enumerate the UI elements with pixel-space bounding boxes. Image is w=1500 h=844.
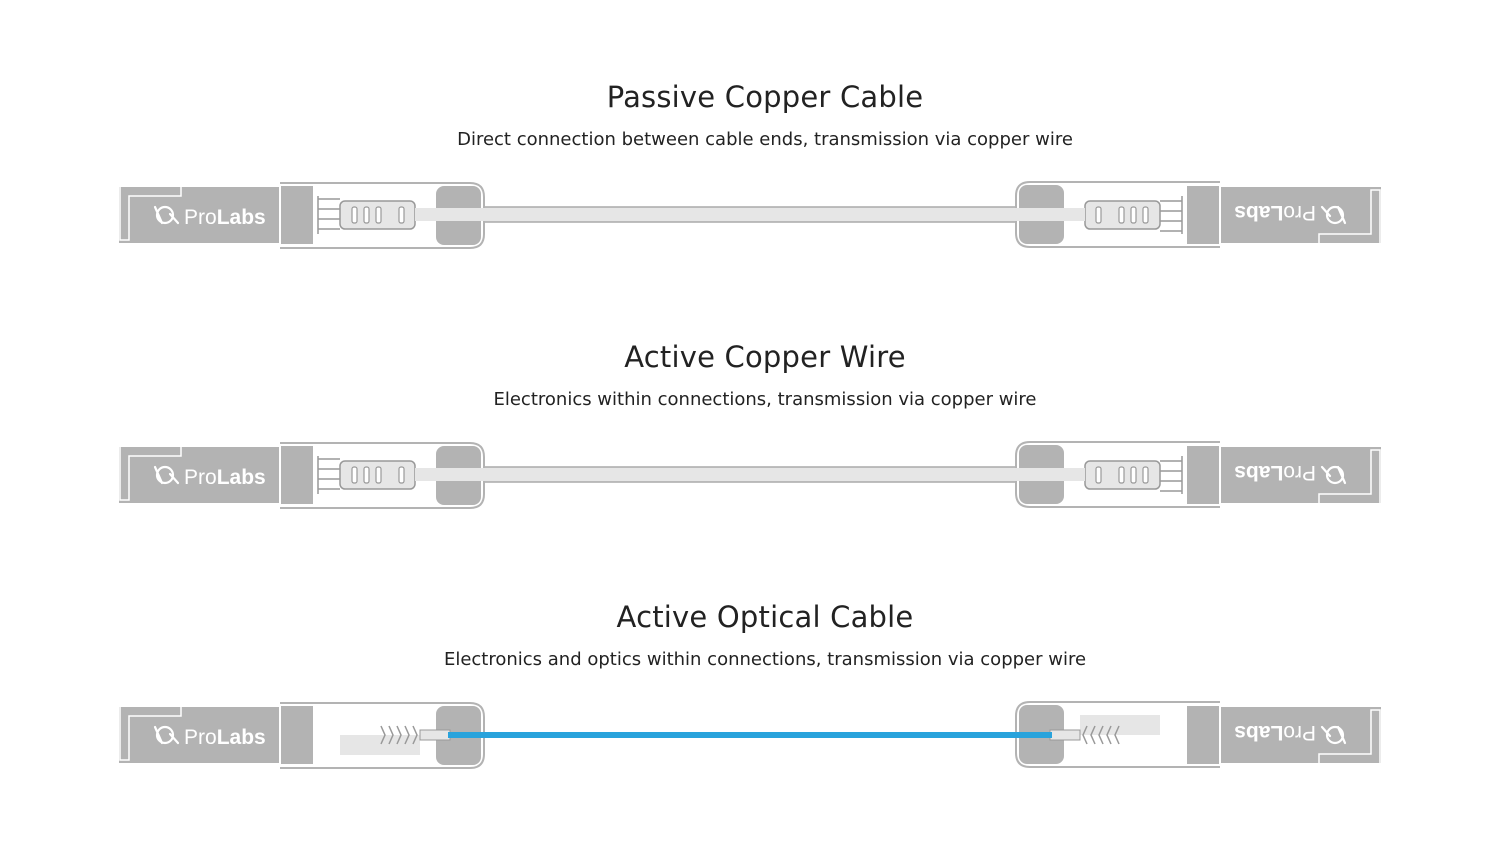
plug-slot: [351, 206, 358, 224]
logo-mark-icon: [1320, 205, 1347, 225]
prolabs-logo: ProLabs: [1234, 461, 1347, 485]
housing-block: [281, 706, 313, 764]
panel-title: Active Optical Cable: [616, 600, 914, 634]
prolabs-logo: ProLabs: [153, 465, 266, 489]
plug-slot: [363, 466, 370, 484]
logo-mark-icon: [153, 205, 180, 225]
panel-subtitle: Electronics within connections, transmis…: [493, 389, 1037, 410]
panel-active-copper: Active Copper Wire Electronics within co…: [0, 260, 1500, 520]
logo-mark-icon: [1320, 465, 1347, 485]
panel-active-optical: Active Optical Cable Electronics and opt…: [0, 520, 1500, 780]
optical-boot: [1049, 729, 1081, 741]
logo-text-light: Pro: [184, 466, 217, 489]
logo-text-light: Pro: [184, 726, 217, 749]
plug-slot: [1130, 466, 1137, 484]
optical-boot: [419, 729, 451, 741]
optical-ferrule: [1080, 715, 1160, 735]
module-notch: [119, 707, 182, 761]
logo-mark-icon: [153, 465, 180, 485]
ferrule-ridge: [404, 725, 410, 745]
logo-text: ProLabs: [1234, 721, 1316, 744]
plug-slot: [1118, 206, 1125, 224]
plug-slot: [375, 466, 382, 484]
housing-block: [281, 186, 313, 244]
housing-block: [281, 446, 313, 504]
module-notch: [119, 187, 182, 241]
panel-title: Passive Copper Cable: [606, 80, 924, 114]
logo-text: ProLabs: [184, 726, 266, 749]
housing-block: [1187, 186, 1219, 244]
housing-block: [1187, 706, 1219, 764]
plug-slot: [1095, 206, 1102, 224]
logo-text-bold: Labs: [217, 206, 266, 229]
prolabs-logo: ProLabs: [153, 725, 266, 749]
plug-slot: [351, 466, 358, 484]
prolabs-logo: ProLabs: [153, 205, 266, 229]
module-notch: [1318, 449, 1381, 503]
plug-slot: [1142, 466, 1149, 484]
optical-ferrule: [340, 735, 420, 755]
logo-text-light: Pro: [1283, 201, 1316, 224]
logo-text: ProLabs: [184, 466, 266, 489]
left-connector: ProLabs: [119, 702, 485, 769]
module-notch: [1318, 709, 1381, 763]
ferrule-ridge: [1106, 725, 1112, 745]
logo-text-bold: Labs: [1234, 461, 1283, 484]
plug-slot: [375, 206, 382, 224]
logo-text: ProLabs: [1234, 201, 1316, 224]
logo-text-bold: Labs: [217, 726, 266, 749]
logo-text-light: Pro: [184, 206, 217, 229]
ferrule-ridge: [388, 725, 394, 745]
ferrule-ridge: [1082, 725, 1088, 745]
logo-mark-icon: [1320, 725, 1347, 745]
ferrule-ridge: [1098, 725, 1104, 745]
ferrule-ridge: [380, 725, 386, 745]
logo-text-light: Pro: [1283, 721, 1316, 744]
ferrule-ridge: [1090, 725, 1096, 745]
module-notch: [1318, 189, 1381, 243]
copper-wire-front: [415, 208, 1085, 221]
logo-text-bold: Labs: [217, 466, 266, 489]
right-connector: ProLabs: [1015, 181, 1381, 248]
right-connector: ProLabs: [1015, 701, 1381, 768]
prolabs-logo: ProLabs: [1234, 201, 1347, 225]
panel-passive-copper: Passive Copper Cable Direct connection b…: [0, 0, 1500, 260]
logo-text-bold: Labs: [1234, 721, 1283, 744]
logo-text-light: Pro: [1283, 461, 1316, 484]
plug-slot: [1142, 206, 1149, 224]
copper-wire-front: [415, 468, 1085, 481]
housing-block: [1187, 446, 1219, 504]
logo-text: ProLabs: [184, 206, 266, 229]
module-notch: [119, 447, 182, 501]
ferrule-ridge: [396, 725, 402, 745]
left-connector: ProLabs: [119, 182, 485, 249]
panel-title: Active Copper Wire: [624, 340, 906, 374]
ferrule-ridge: [412, 725, 418, 745]
plug-slot: [1095, 466, 1102, 484]
panel-subtitle: Direct connection between cable ends, tr…: [457, 129, 1073, 150]
plug-slot: [398, 466, 405, 484]
prolabs-logo: ProLabs: [1234, 721, 1347, 745]
ferrule-ridge: [1114, 725, 1120, 745]
plug-slot: [398, 206, 405, 224]
plug-slot: [1130, 206, 1137, 224]
plug-slot: [1118, 466, 1125, 484]
logo-mark-icon: [153, 725, 180, 745]
panel-subtitle: Electronics and optics within connection…: [443, 649, 1087, 670]
logo-text: ProLabs: [1234, 461, 1316, 484]
logo-text-bold: Labs: [1234, 201, 1283, 224]
plug-slot: [363, 206, 370, 224]
